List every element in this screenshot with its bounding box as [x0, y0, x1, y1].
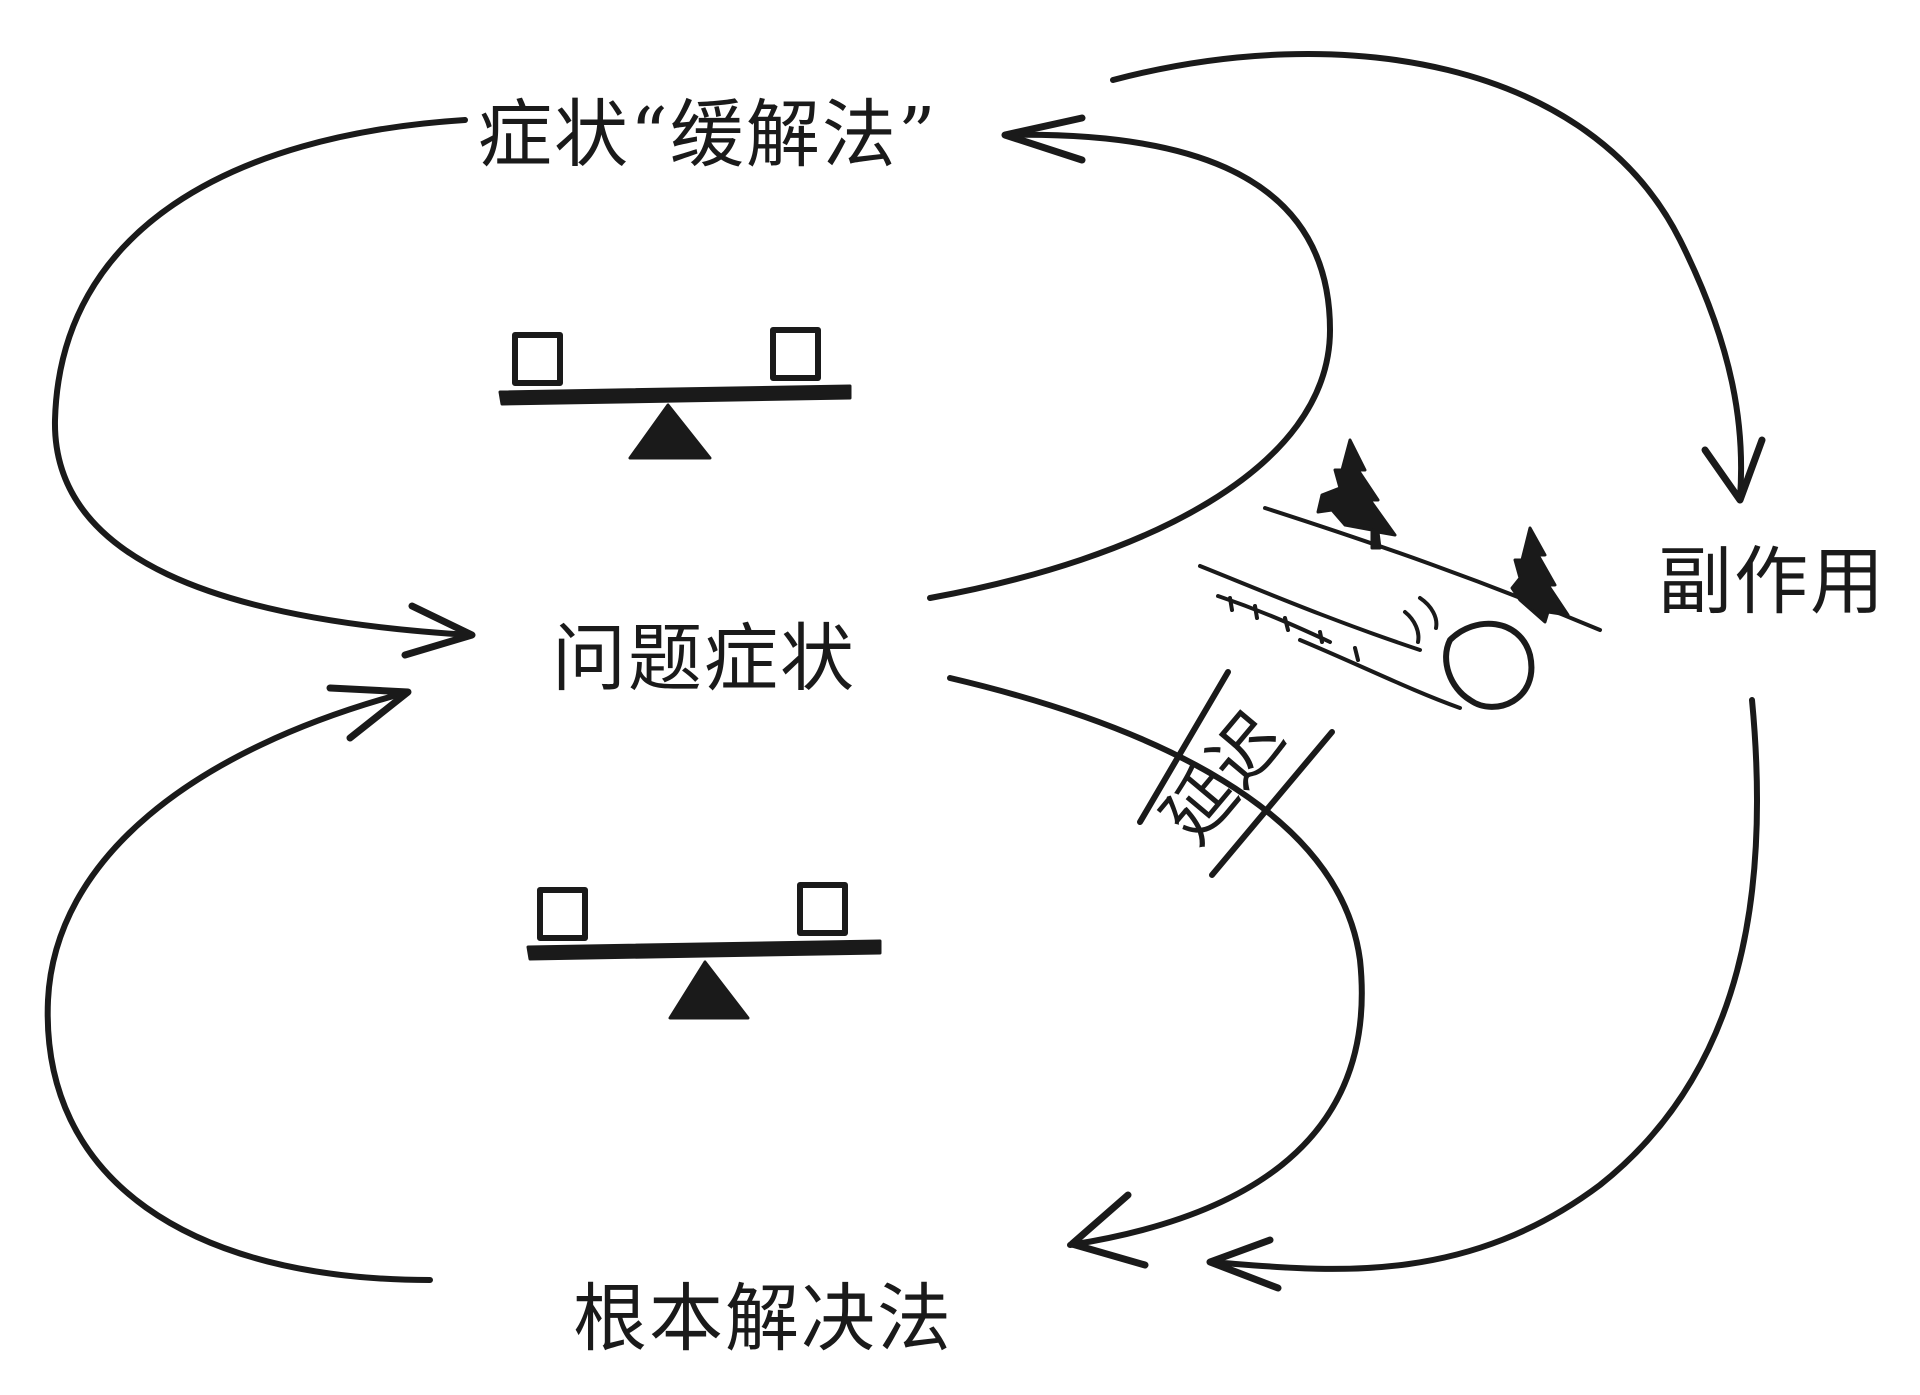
side-effect-label: 副作用	[1658, 539, 1886, 625]
seesaw-balance-icon	[498, 327, 852, 460]
snowball-icon	[1443, 620, 1535, 710]
arrowhead-symptom-to-fix	[1001, 114, 1086, 164]
arrowhead-symptom-to-fundamental	[1068, 1191, 1149, 1269]
arrow-symptom-to-fix	[927, 131, 1333, 601]
delay-bars-icon	[1137, 669, 1335, 878]
tree-icon	[1510, 526, 1570, 624]
arrowhead-fundamental-to-symptom	[326, 684, 412, 742]
side-effect-loop	[1110, 51, 1766, 1292]
lower-balancing-loop	[44, 675, 1365, 1283]
arrowhead-side-effect-to-fundamental	[1206, 1236, 1282, 1292]
arrow-symptom-to-fundamental	[947, 675, 1365, 1248]
symptomatic-solution-label: 症状“缓解法”	[478, 92, 938, 178]
upper-balancing-loop	[51, 114, 1333, 659]
arrowhead-fix-to-side-effect	[1701, 436, 1766, 504]
problem-symptom-label: 问题症状	[552, 616, 856, 702]
arrow-fix-to-side-effect	[1110, 51, 1745, 501]
tree-icon	[1316, 438, 1397, 550]
arrow-fix-to-symptom	[51, 117, 473, 638]
fundamental-solution-label: 根本解决法	[573, 1276, 953, 1362]
arrowhead-fix-to-symptom	[401, 602, 476, 659]
arrow-fundamental-to-symptom	[44, 689, 433, 1283]
snowball-hill-icon	[1198, 438, 1602, 710]
seesaw-balance-icon-bottom	[526, 882, 882, 1020]
arrow-side-effect-to-fundamental	[1207, 697, 1761, 1272]
